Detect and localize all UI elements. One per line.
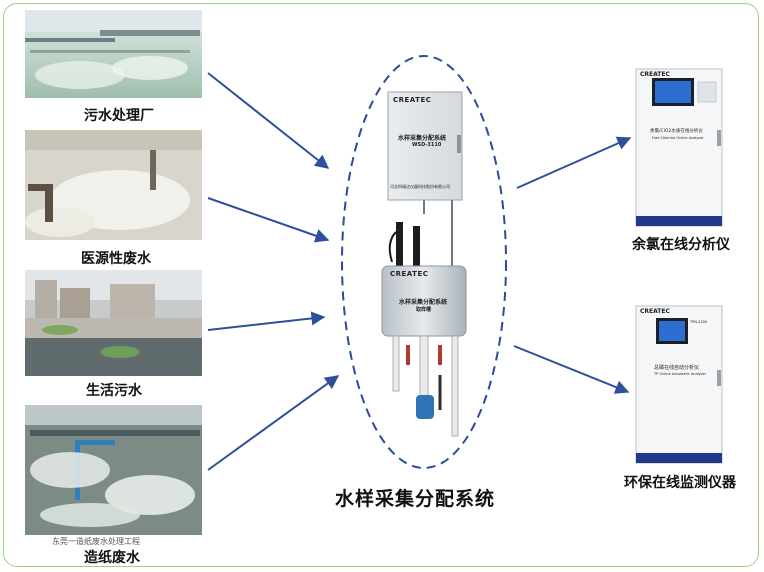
sampling-tank	[381, 265, 467, 437]
cabinet-model: WSD-3110	[412, 142, 442, 148]
chlorine-analyzer-device	[635, 68, 723, 227]
page-border	[3, 3, 759, 567]
photo-medical-wastewater	[25, 130, 202, 240]
analyzer1-brand: CREATEC	[640, 71, 670, 78]
arrow-system-to-chlorine	[516, 136, 632, 189]
photo-paper-wastewater	[25, 405, 202, 543]
sensor-probes	[388, 222, 420, 266]
label-chlorine-analyzer: 余氯在线分析仪	[632, 237, 730, 253]
cabinet-brand: CREATEC	[393, 96, 432, 104]
analyzer1-panel-sub: Free Chlorine Online Analyzer	[652, 136, 704, 140]
analyzer2-model: TPN-2300	[690, 320, 708, 324]
system-boundary-ellipse	[341, 55, 507, 469]
label-environmental-monitor: 环保在线监测仪器	[624, 475, 736, 491]
label-sewage-plant: 污水处理厂	[84, 108, 154, 124]
cabinet-name: 水样采集分配系统	[398, 135, 447, 142]
tank-name: 水样采集分配系统	[399, 299, 448, 306]
photo-caption-paper: 东莞一造纸废水处理工程	[52, 537, 140, 546]
analyzer2-panel-sub: TP Online Automatic Analyzer	[654, 372, 707, 376]
cabinet-company: 河北科瑞达仪器科技股份有限公司	[390, 184, 450, 189]
distribution-cabinet	[387, 91, 463, 270]
arrow-system-to-monitor	[513, 345, 630, 394]
environmental-monitor-device	[635, 305, 723, 464]
photo-sewage-plant	[25, 10, 202, 98]
label-domestic-sewage: 生活污水	[86, 383, 142, 399]
arrow-domestic-to-system	[207, 311, 326, 331]
analyzer1-panel-title: 余氯/ClO2水质在线分析仪	[650, 129, 703, 134]
system-title: 水样采集分配系统	[335, 488, 496, 510]
photo-domestic-sewage	[25, 270, 202, 376]
analyzer2-panel-title: 总磷在线自动分析仪	[654, 365, 700, 371]
label-paper-wastewater: 造纸废水	[84, 550, 140, 566]
analyzer2-brand: CREATEC	[640, 308, 670, 315]
arrow-medical-to-system	[207, 197, 330, 243]
label-medical-wastewater: 医源性废水	[81, 251, 151, 267]
arrow-sewage-to-system	[207, 72, 330, 169]
arrow-paper-to-system	[207, 375, 340, 471]
tank-sub: 取样槽	[416, 307, 432, 313]
tank-brand: CREATEC	[390, 270, 429, 278]
